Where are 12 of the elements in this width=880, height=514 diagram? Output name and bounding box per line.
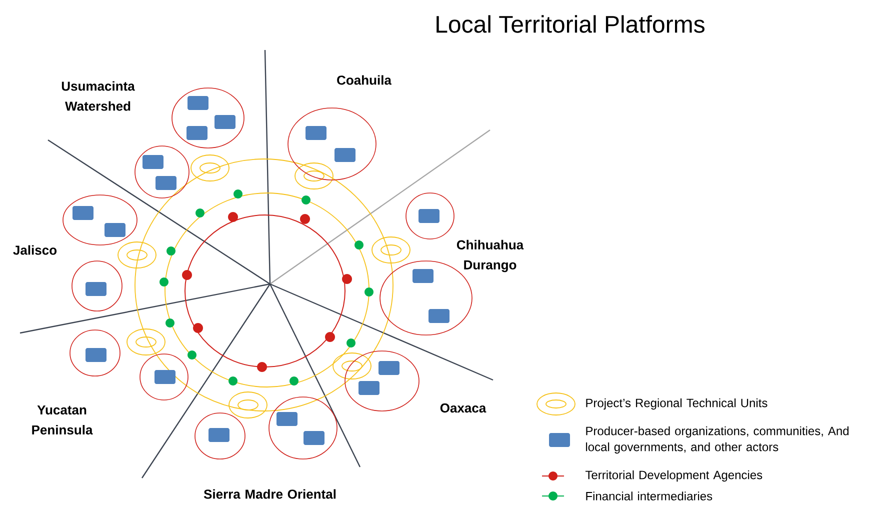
region-label: Usumacinta Watershed (62, 81, 135, 111)
region-label: Sierra Madre Oriental (204, 489, 336, 499)
title: Local Territorial Platforms (436, 15, 704, 33)
legend-text: Financial intermediaries (586, 492, 712, 500)
region-label: Coahuila (337, 75, 392, 85)
legend-text: Producer-based organizations, communities, And local governments, and other actors (586, 426, 849, 454)
legend-text: Territorial Development Agencies (585, 470, 762, 482)
region-label: Oaxaca (440, 403, 486, 413)
legend-text: Project’s Regional Technical Units (586, 398, 768, 410)
region-label: Jalisco (13, 245, 57, 255)
region-label: Yucatan Peninsula (32, 405, 93, 435)
region-label: Chihuahua Durango (456, 240, 524, 272)
